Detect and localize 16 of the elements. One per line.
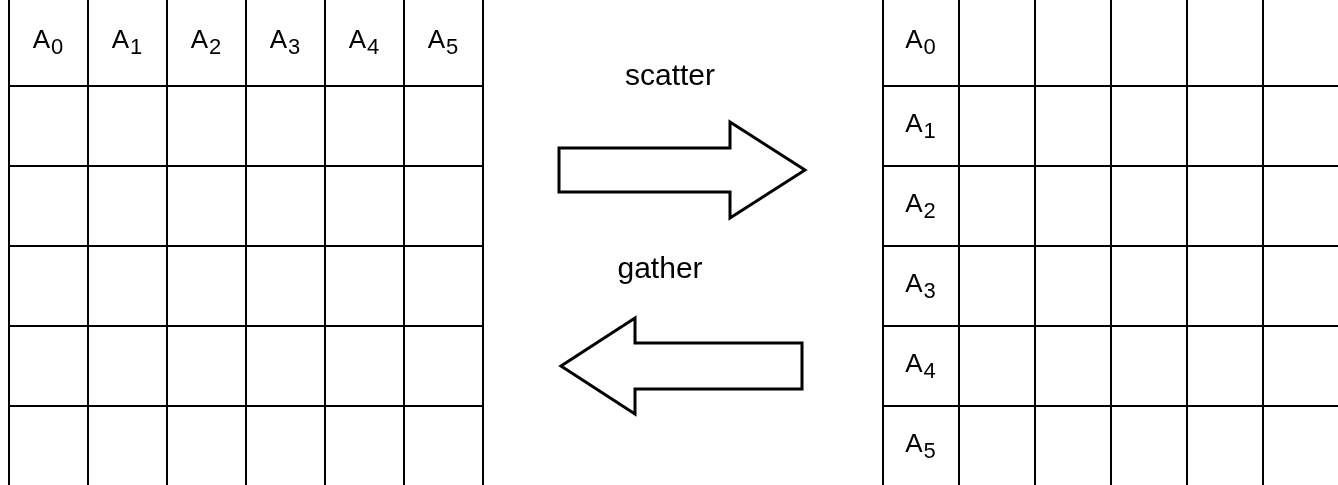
element-label: A$_{2}$ (190, 24, 223, 61)
element-label: A$_{0}$ (905, 24, 937, 61)
block-arrow (557, 119, 808, 221)
element-label: A$_{1}$ (905, 107, 937, 145)
element-label: A$_{2}$ (905, 187, 937, 225)
block-arrow (558, 315, 804, 417)
data-grid (882, 0, 1338, 485)
element-label: A$_{4}$ (348, 24, 381, 61)
element-label: A$_{1}$ (111, 24, 144, 61)
data-grid (8, 0, 484, 485)
element-label: A$_{5}$ (427, 24, 460, 61)
element-label: A$_{5}$ (905, 427, 937, 465)
element-label: A$_{0}$ (32, 24, 65, 61)
element-label: A$_{4}$ (905, 347, 937, 385)
element-label: A$_{3}$ (269, 24, 302, 61)
element-label: A$_{3}$ (905, 267, 937, 305)
